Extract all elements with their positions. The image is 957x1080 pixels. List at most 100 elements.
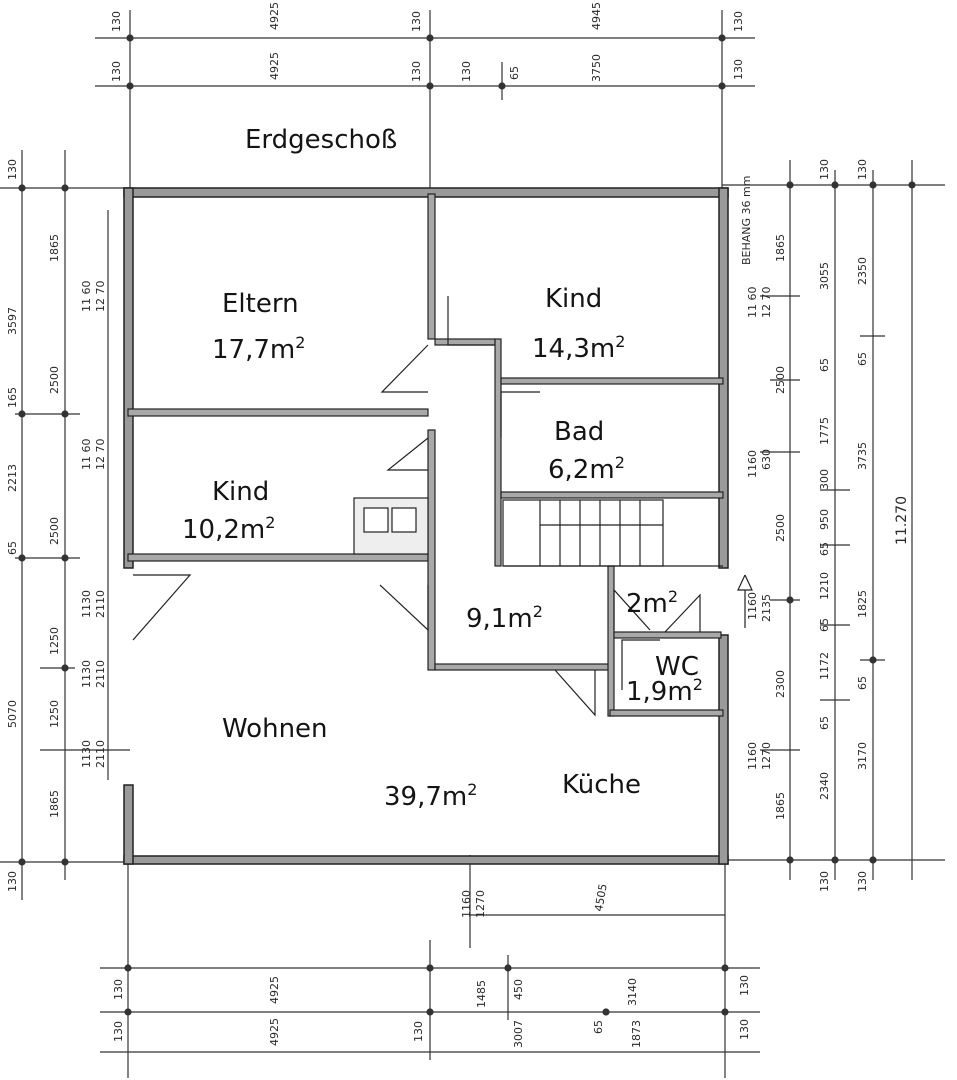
interior-walls bbox=[127, 193, 724, 717]
dim-left-open-e: 1130 bbox=[80, 590, 93, 618]
dim-right2-g: 65 bbox=[818, 542, 831, 556]
dim-top2-d: 130 bbox=[460, 61, 473, 82]
dim-right2-e: 300 bbox=[818, 469, 831, 490]
dim-left-inner-d: 1250 bbox=[48, 627, 61, 655]
dim-right3-f: 65 bbox=[856, 676, 869, 690]
dim-top1-c: 130 bbox=[410, 11, 423, 32]
room-area-bad: 6,2m2 bbox=[548, 453, 625, 485]
dim-bot1-d: 450 bbox=[512, 979, 525, 1000]
room-area-eltern: 17,7m2 bbox=[212, 333, 305, 365]
room-name-wohnen: Wohnen bbox=[222, 714, 328, 744]
dim-top1-e: 130 bbox=[732, 11, 745, 32]
room-area-kind-left-num: 10,2m bbox=[182, 515, 265, 545]
dim-right1-open-f: 2135 bbox=[760, 594, 773, 622]
dim-right3-h: 130 bbox=[856, 871, 869, 892]
dim-right1-open-h: 1270 bbox=[760, 742, 773, 770]
dim-bot2-b: 4925 bbox=[268, 1018, 281, 1046]
dim-bot2-a: 130 bbox=[112, 1021, 125, 1042]
dim-bot2-d: 3007 bbox=[512, 1020, 525, 1048]
dim-top2-e: 65 bbox=[508, 66, 521, 80]
dim-right2-h: 1210 bbox=[818, 572, 831, 600]
dim-top1-a: 130 bbox=[110, 11, 123, 32]
room-area-wc: 1,9m2 bbox=[626, 675, 703, 707]
room-area-flur: 9,1m2 bbox=[466, 602, 543, 634]
dimension-lines-top bbox=[95, 10, 755, 190]
dim-bot1-f: 130 bbox=[738, 975, 751, 996]
room-area-kind-left-exp: 2 bbox=[265, 513, 275, 532]
dim-left-open-f: 2110 bbox=[94, 590, 107, 618]
dim-right3-b: 2350 bbox=[856, 257, 869, 285]
dimension-lines-bottom bbox=[100, 855, 760, 1078]
room-area-abstell-exp: 2 bbox=[668, 587, 678, 606]
door-swings bbox=[132, 296, 701, 717]
dim-bot2-f: 1873 bbox=[630, 1020, 643, 1048]
sink-unit bbox=[353, 497, 429, 555]
dim-right3-a: 130 bbox=[856, 159, 869, 180]
dim-right1-open-b: 12 70 bbox=[760, 287, 773, 319]
dim-right2-d: 1775 bbox=[818, 417, 831, 445]
dim-right2-b: 3055 bbox=[818, 262, 831, 290]
dim-right-behang: BEHANG 36 mm bbox=[740, 176, 753, 265]
dim-left-inner-e: 1250 bbox=[48, 700, 61, 728]
room-name-wc: WC bbox=[655, 652, 699, 682]
dim-right2-f: 950 bbox=[818, 509, 831, 530]
dim-bot-misc-c: 4505 bbox=[592, 883, 610, 913]
dim-right3-d: 3735 bbox=[856, 442, 869, 470]
dim-right1-e: 1865 bbox=[774, 792, 787, 820]
room-area-flur-exp: 2 bbox=[533, 602, 543, 621]
room-area-abstell: 2m2 bbox=[626, 587, 678, 619]
room-area-bad-exp: 2 bbox=[615, 453, 625, 472]
dim-top2-f: 3750 bbox=[590, 54, 603, 82]
dim-left-open-j: 2110 bbox=[94, 740, 107, 768]
dim-right1-c: 2500 bbox=[774, 514, 787, 542]
room-area-eltern-exp: 2 bbox=[295, 333, 305, 352]
dim-left-outer-b: 3597 bbox=[6, 307, 19, 335]
room-area-wohnen: 39,7m2 bbox=[384, 780, 477, 812]
dim-bot-misc-a: 1160 bbox=[460, 890, 473, 918]
dim-top1-d: 4945 bbox=[590, 2, 603, 30]
room-name-bad: Bad bbox=[554, 417, 604, 447]
dim-bot1-a: 130 bbox=[112, 979, 125, 1000]
dim-bot2-g: 130 bbox=[738, 1019, 751, 1040]
room-area-flur-num: 9,1m bbox=[466, 604, 533, 634]
dim-bot2-c: 130 bbox=[412, 1021, 425, 1042]
dim-left-outer-f: 5070 bbox=[6, 700, 19, 728]
dim-right2-k: 65 bbox=[818, 716, 831, 730]
dim-left-outer-c: 165 bbox=[6, 387, 19, 408]
room-area-abstell-num: 2m bbox=[626, 589, 668, 619]
dim-right1-open-d: 630 bbox=[760, 449, 773, 470]
dim-right3-g: 3170 bbox=[856, 742, 869, 770]
dim-bot1-c: 1485 bbox=[475, 980, 488, 1008]
dim-right1-d: 2300 bbox=[774, 670, 787, 698]
dim-left-open-h: 2110 bbox=[94, 660, 107, 688]
dim-left-outer-d: 2213 bbox=[6, 464, 19, 492]
room-area-kind-top-num: 14,3m bbox=[532, 334, 615, 364]
dimension-labels: 130 4925 130 4945 130 130 4925 130 130 6… bbox=[6, 2, 910, 1048]
dim-right3-e: 1825 bbox=[856, 590, 869, 618]
dim-bot2-e: 65 bbox=[592, 1020, 605, 1034]
dim-right1-open-e: 1160 bbox=[746, 592, 759, 620]
dim-bot1-e: 3140 bbox=[626, 978, 639, 1006]
dim-right2-l: 2340 bbox=[818, 772, 831, 800]
room-area-wohnen-exp: 2 bbox=[467, 780, 477, 799]
dim-bot-misc-b: 1270 bbox=[474, 890, 487, 918]
room-area-kind-top: 14,3m2 bbox=[532, 332, 625, 364]
dim-top1-b: 4925 bbox=[268, 2, 281, 30]
dim-top2-a: 130 bbox=[110, 61, 123, 82]
room-area-kind-left: 10,2m2 bbox=[182, 513, 275, 545]
dim-left-open-i: 1130 bbox=[80, 740, 93, 768]
dim-right2-a: 130 bbox=[818, 159, 831, 180]
room-name-eltern: Eltern bbox=[222, 289, 299, 319]
dim-right1-a: 1865 bbox=[774, 234, 787, 262]
room-name-kind-top: Kind bbox=[545, 284, 602, 314]
dimension-lines-left bbox=[0, 150, 130, 900]
room-area-wohnen-num: 39,7m bbox=[384, 782, 467, 812]
dim-right3-c: 65 bbox=[856, 352, 869, 366]
dim-right2-m: 130 bbox=[818, 871, 831, 892]
dim-left-outer-g: 130 bbox=[6, 871, 19, 892]
dim-left-open-c: 11 60 bbox=[80, 439, 93, 471]
floor-title: Erdgeschoß bbox=[245, 125, 397, 155]
dim-top2-b: 4925 bbox=[268, 52, 281, 80]
dim-left-open-a: 11 60 bbox=[80, 281, 93, 313]
